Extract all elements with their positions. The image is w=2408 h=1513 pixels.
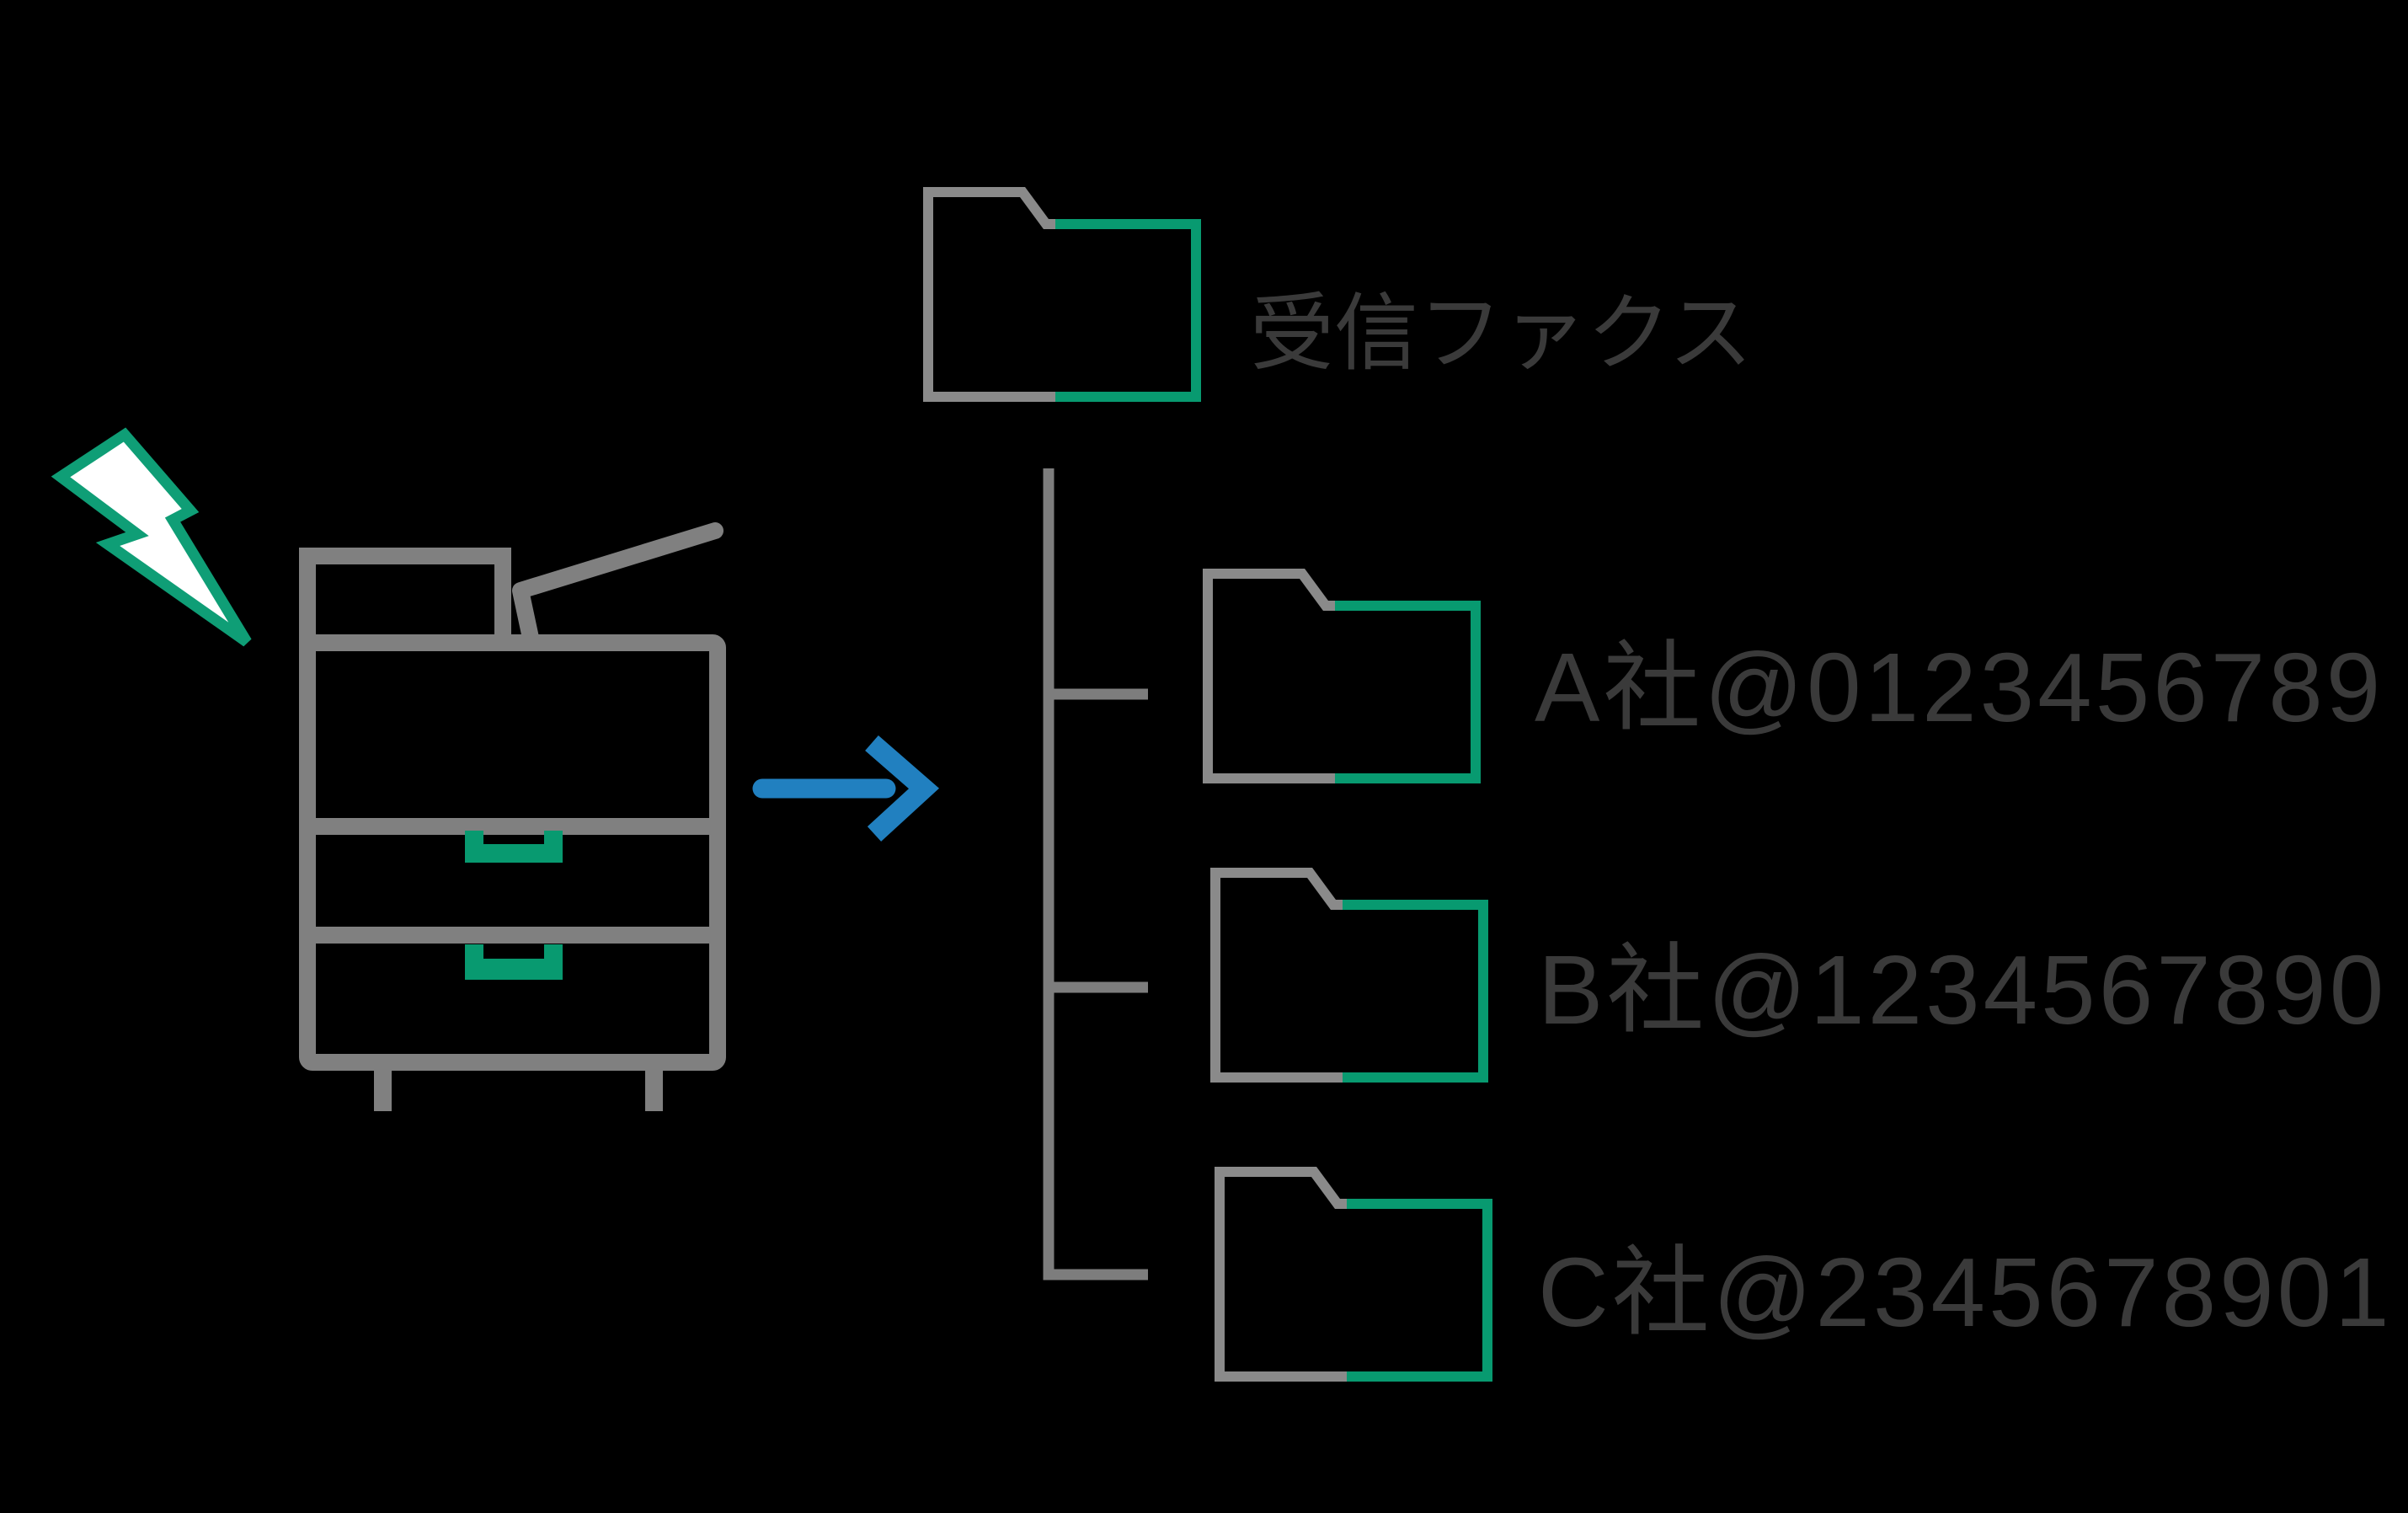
arrow-right-icon [752,735,940,842]
folder-c-label: C社@2345678901 [1538,1238,2393,1347]
lightning-icon [51,427,252,647]
folder-a-label: A社@0123456789 [1535,633,2384,742]
fax-body [299,634,726,1071]
fax-machine-icon [299,522,726,1111]
fax-drawer-handle-bottom [465,944,563,980]
fax-feeder-arm [512,522,723,646]
root-folder-icon [928,192,1196,397]
fax-panel [299,548,511,651]
fax-drawer-handle-top [465,831,563,863]
folder-tree-connector [1043,468,1148,1280]
root-folder-label: 受信ファクス [1250,286,1753,381]
fax-left-leg [374,1062,392,1111]
fax-right-leg [645,1062,663,1111]
folder-b-icon [1215,873,1483,1077]
folder-a-icon [1208,574,1476,778]
folder-b-label: B社@1234567890 [1538,935,2387,1045]
folder-c-icon [1220,1172,1487,1377]
